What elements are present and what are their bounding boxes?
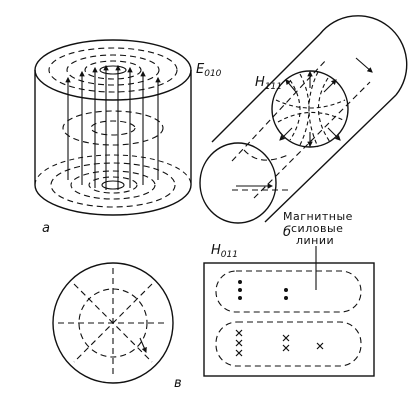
cylinder-a-bottom-front — [34, 184, 192, 216]
panel-b-mode-label: H111 — [255, 75, 282, 92]
panel-d-mode-index: 011 — [221, 250, 238, 260]
panel-d-upper-loop — [215, 270, 362, 313]
panel-a-mid-rings — [62, 110, 164, 146]
panel-d-crosses — [235, 329, 324, 357]
panel-b-letter: б — [283, 225, 291, 240]
panel-d-caption-line2: силовые — [291, 222, 343, 235]
panel-b-mode-index: 111 — [265, 82, 282, 92]
panel-d-rectangle — [203, 246, 375, 377]
panel-a-mode-index: 010 — [204, 69, 221, 79]
panel-d-frame — [203, 262, 375, 377]
cylinder-b-top-edge — [211, 33, 321, 143]
panel-a-cylinder — [34, 39, 192, 216]
panel-d-caption-line3: линии — [296, 234, 334, 247]
panel-b-mode-letter: H — [255, 75, 265, 90]
panel-d-dots — [238, 280, 288, 300]
panel-b-field-lines — [275, 71, 346, 148]
panel-a-top-rings — [48, 47, 178, 93]
panel-a-mode-letter: E — [196, 62, 205, 77]
cylinder-b-bottom-edge — [264, 94, 397, 223]
panel-d-caption-line1: Магнитные — [283, 210, 353, 223]
panel-a-bottom-rings — [50, 162, 176, 208]
panel-a-letter: а — [42, 221, 50, 236]
panel-b-cylinder — [199, 15, 408, 224]
panel-c-radial-lines — [58, 268, 168, 378]
panel-c-letter: в — [174, 376, 182, 391]
panel-d-lower-loop — [215, 321, 362, 367]
panel-c-cross-section — [52, 262, 174, 384]
panel-a-mode-label: E010 — [196, 62, 222, 79]
panel-d-mode-letter: H — [211, 243, 221, 258]
panel-d-mode-label: H011 — [211, 243, 238, 260]
cylinder-b-right-end — [319, 15, 408, 96]
panel-a-field-arrows — [65, 64, 161, 190]
cylinder-b-left-face — [199, 142, 277, 224]
cylinder-a-top-ellipse — [34, 39, 192, 101]
panel-c-inner-ring — [78, 288, 148, 358]
panel-c-outer-circle — [52, 262, 174, 384]
